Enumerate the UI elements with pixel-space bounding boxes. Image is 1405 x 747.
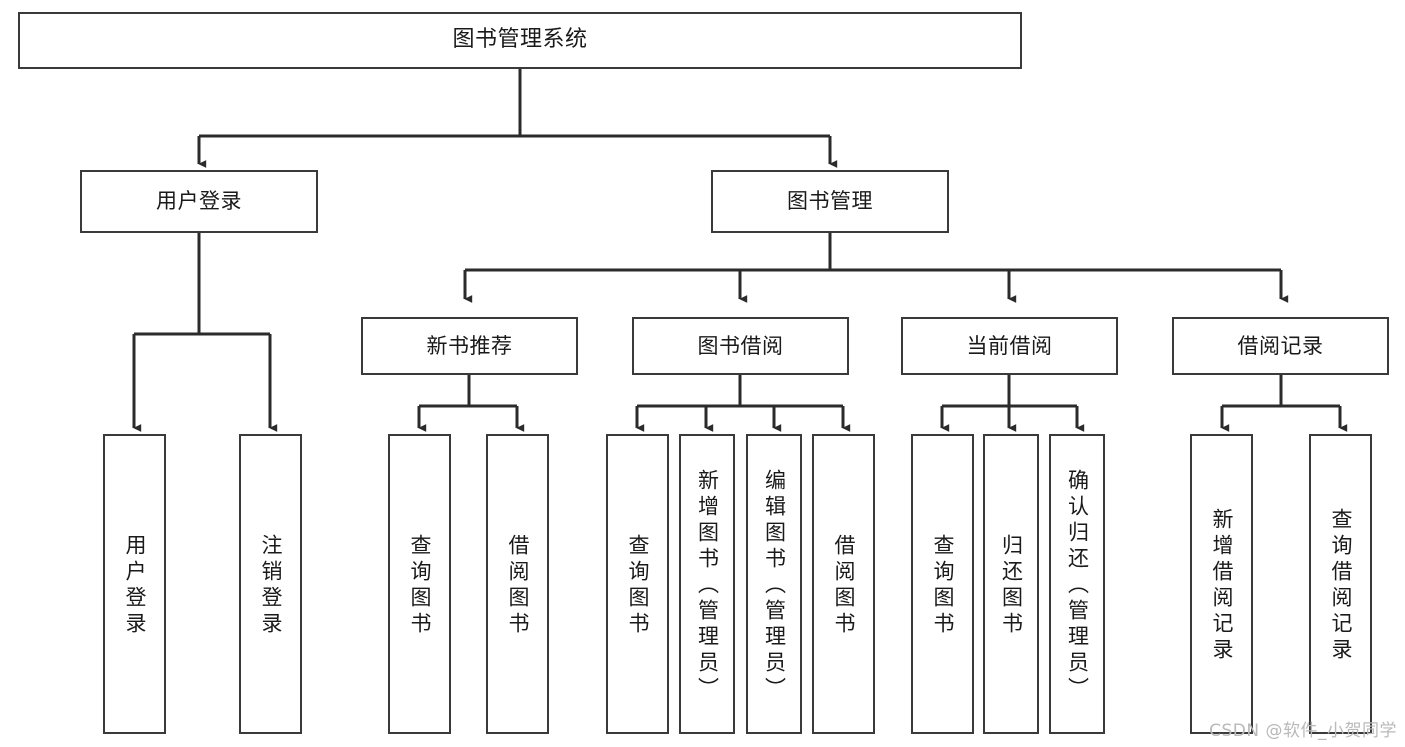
node-leaf-add-record-label: 新增借阅记录	[1210, 508, 1234, 664]
node-book-borrow[interactable]: 图书借阅	[632, 317, 849, 375]
node-root-label: 图书管理系统	[452, 27, 588, 53]
node-leaf-query-book-2[interactable]: 查询图书	[606, 434, 669, 734]
node-leaf-query-book-2-label: 查询图书	[626, 534, 650, 638]
node-leaf-query-book-3-label: 查询图书	[931, 534, 955, 638]
node-leaf-confirm-return[interactable]: 确认归还（管理员）	[1049, 434, 1105, 734]
node-book-manage-label: 图书管理	[787, 189, 873, 214]
node-leaf-add-book-label: 新增图书（管理员）	[695, 469, 720, 703]
node-current-borrow[interactable]: 当前借阅	[901, 317, 1118, 375]
node-book-manage[interactable]: 图书管理	[711, 170, 949, 233]
node-leaf-user-login-label: 用户登录	[123, 534, 147, 638]
node-leaf-borrow-book-1-label: 借阅图书	[506, 534, 530, 638]
node-current-borrow-label: 当前借阅	[966, 333, 1053, 358]
node-user-login[interactable]: 用户登录	[80, 170, 318, 233]
node-leaf-query-record-label: 查询借阅记录	[1329, 508, 1353, 664]
node-leaf-query-book-1[interactable]: 查询图书	[388, 434, 451, 734]
csdn-watermark: CSDN @软件_小贺同学	[1209, 721, 1397, 741]
node-leaf-query-book-3[interactable]: 查询图书	[911, 434, 974, 734]
node-leaf-borrow-book-2[interactable]: 借阅图书	[812, 434, 875, 734]
node-leaf-user-login[interactable]: 用户登录	[103, 434, 166, 734]
node-leaf-add-record[interactable]: 新增借阅记录	[1190, 434, 1253, 734]
node-leaf-edit-book[interactable]: 编辑图书（管理员）	[746, 434, 802, 734]
node-root[interactable]: 图书管理系统	[18, 12, 1022, 69]
node-leaf-query-record[interactable]: 查询借阅记录	[1309, 434, 1372, 734]
node-leaf-borrow-book-2-label: 借阅图书	[832, 534, 856, 638]
node-new-book-recommend[interactable]: 新书推荐	[361, 317, 578, 375]
node-leaf-edit-book-label: 编辑图书（管理员）	[762, 469, 787, 703]
node-leaf-confirm-return-label: 确认归还（管理员）	[1065, 469, 1090, 703]
node-borrow-record-label: 借阅记录	[1237, 333, 1324, 358]
node-leaf-return-book[interactable]: 归还图书	[983, 434, 1039, 734]
node-leaf-logout-login-label: 注销登录	[259, 534, 283, 638]
node-book-borrow-label: 图书借阅	[697, 333, 784, 358]
node-leaf-logout-login[interactable]: 注销登录	[239, 434, 302, 734]
node-leaf-return-book-label: 归还图书	[999, 534, 1024, 638]
node-new-book-recommend-label: 新书推荐	[426, 333, 513, 358]
node-borrow-record[interactable]: 借阅记录	[1172, 317, 1389, 375]
node-user-login-label: 用户登录	[156, 189, 242, 214]
node-leaf-query-book-1-label: 查询图书	[408, 534, 432, 638]
node-leaf-borrow-book-1[interactable]: 借阅图书	[486, 434, 549, 734]
node-leaf-add-book[interactable]: 新增图书（管理员）	[679, 434, 735, 734]
